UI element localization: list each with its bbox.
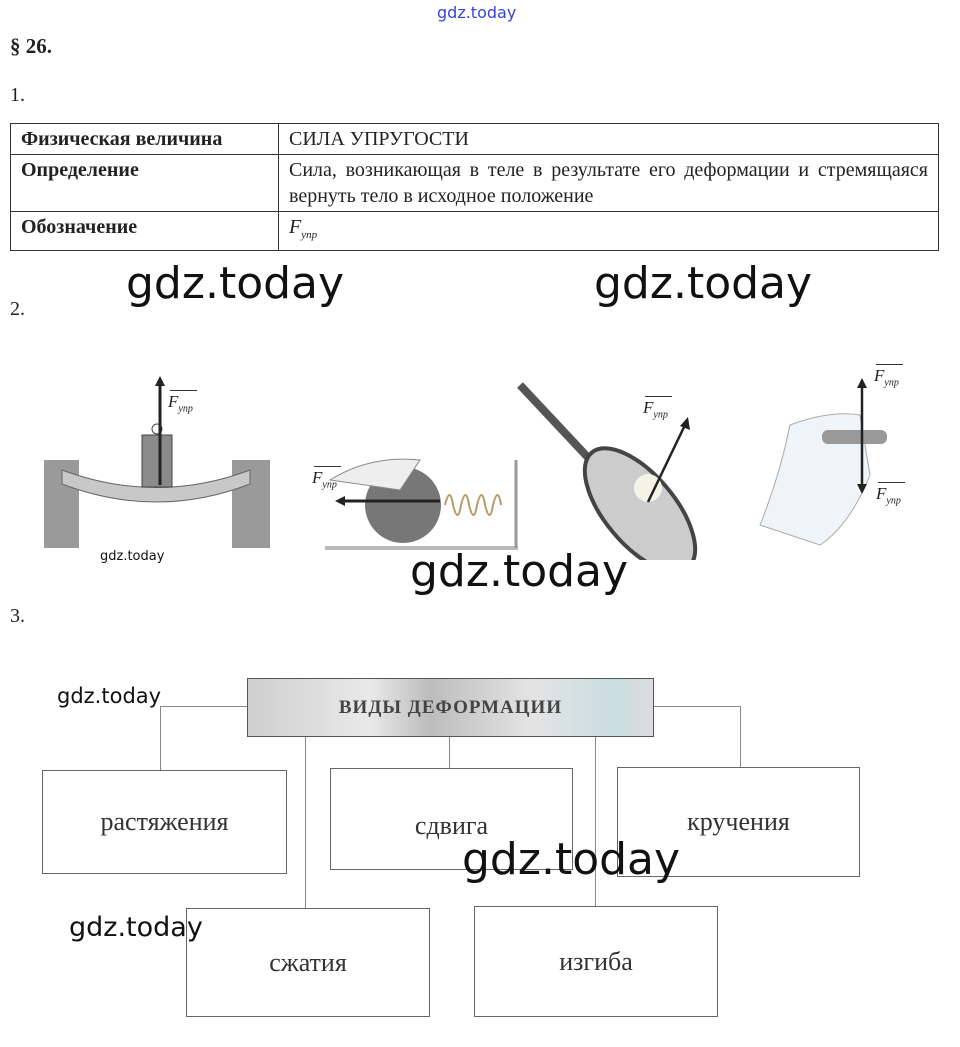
row-value: Fупр — [278, 211, 939, 251]
section-title: § 26. — [10, 34, 52, 58]
ball-spring-illustration — [325, 458, 518, 550]
hand-twisting-illustration — [759, 413, 887, 546]
force-symbol: Fупр — [289, 216, 318, 241]
watermark: gdz.today — [126, 258, 345, 309]
row-label: Обозначение — [10, 211, 279, 251]
watermark: gdz.today — [462, 834, 681, 885]
table-row: Обозначение Fупр — [10, 211, 939, 251]
definition-table: Физическая величина СИЛА УПРУГОСТИ Опред… — [10, 123, 939, 251]
force-label: Fупр — [168, 389, 197, 415]
tennis-racket-illustration — [517, 382, 698, 560]
watermark: gdz.today — [57, 684, 162, 708]
table-row: Определение Сила, возникающая в теле в р… — [10, 154, 939, 212]
task-2-number: 2. — [10, 298, 25, 320]
deformation-box-stretching: растяжения — [42, 770, 287, 874]
deformation-box-bending: изгиба — [474, 906, 718, 1017]
watermark: gdz.today — [100, 549, 165, 564]
force-label: Fупр — [874, 363, 903, 389]
watermark: gdz.today — [594, 258, 813, 309]
deformation-box-compression: сжатия — [186, 908, 430, 1017]
force-arrow-3 — [646, 424, 687, 503]
force-label: Fупр — [876, 481, 905, 507]
row-label: Физическая величина — [10, 123, 279, 155]
task-1-number: 1. — [10, 84, 25, 106]
row-label: Определение — [10, 154, 279, 212]
deformation-box-shear: сдвига — [330, 768, 573, 870]
beam-bending-illustration — [44, 423, 270, 548]
force-label: Fупр — [643, 395, 672, 421]
task-3-number: 3. — [10, 605, 25, 627]
deformation-box-torsion: кручения — [617, 767, 860, 877]
illustrations — [44, 376, 887, 560]
watermark: gdz.today — [69, 912, 203, 943]
table-row: Физическая величина СИЛА УПРУГОСТИ — [10, 123, 939, 155]
watermark: gdz.today — [410, 546, 629, 597]
row-value: СИЛА УПРУГОСТИ — [278, 123, 939, 155]
row-value: Сила, возникающая в теле в результате ег… — [278, 154, 939, 212]
deformation-types-title: ВИДЫ ДЕФОРМАЦИИ — [247, 678, 654, 737]
watermark-top: gdz.today — [437, 3, 517, 22]
force-label: Fупр — [312, 465, 341, 491]
